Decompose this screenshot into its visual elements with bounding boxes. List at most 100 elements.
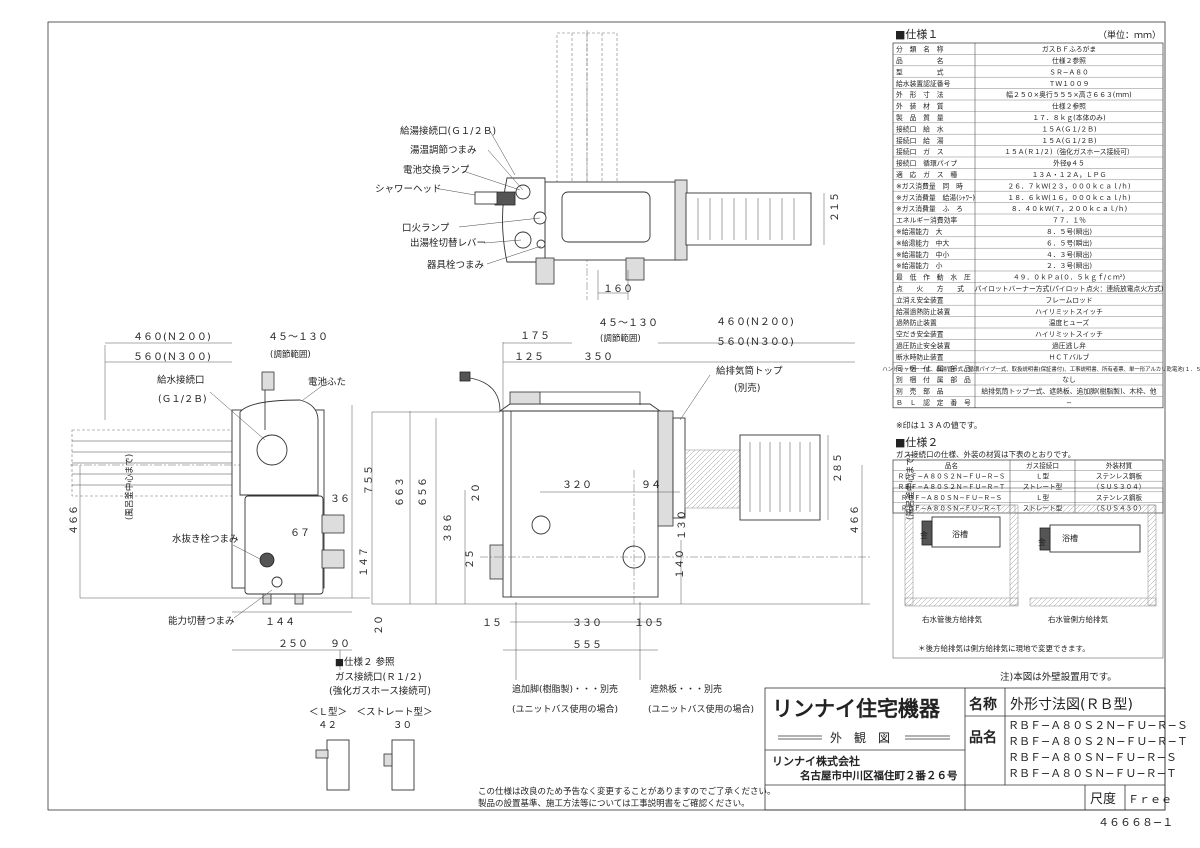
spec2-table: ■仕様２ ガス接続口の仕様、外装の材質は下表のとおりです。 品名ガス接続口外装材… (892, 435, 1164, 514)
front-label-heat-shield-note: (ユニットバス使用の場合) (648, 703, 754, 715)
side-label-water-inlet-spec: (Ｇ１/２Ｂ) (158, 394, 207, 405)
spec1-footnote: ※印は１３Ａの値です。 (896, 420, 982, 430)
spec1-row-label: 最 低 作 動 水 圧 (896, 273, 971, 282)
front-dim-350: ３５０ (583, 352, 613, 363)
spec1-row-value: 外径φ４５ (1053, 159, 1085, 168)
spec1-row-label: 製 品 質 量 (896, 113, 944, 122)
spec1-row-label: 接続口 循環パイプ (896, 159, 957, 168)
spec1-row-value: ２．３号(瞬出) (1046, 261, 1092, 270)
spec1-row-label: ※給湯能力 中大 (896, 238, 949, 247)
side-label-battery-cover: 電池ふた (308, 376, 346, 388)
spec1-row-value: 温度ヒューズ (1049, 318, 1090, 327)
side-dim-560: ５６０(Ｎ３００) (133, 352, 211, 363)
side-dim-466: ４６６ (69, 505, 80, 535)
label-valve-knob: 器具栓つまみ (427, 259, 484, 271)
spec1-row-value: ２６．７ｋＷ(２３，０００ｋｃａｌ/ｈ) (1007, 182, 1130, 190)
install-label-left: 右水管後方給排気 (922, 614, 982, 624)
front-dim-adjust: (調節範囲) (600, 333, 641, 344)
spec1-row-value: 幅２５０×奥行５５５×高さ６６３(ｍｍ) (1006, 90, 1132, 99)
side-dim-250: ２５０ (278, 639, 308, 650)
bottom-note-2: 製品の設置基準、施工方法等については工事説明書をご確認ください。 (478, 798, 750, 809)
product-1: ＲＢＦ−Ａ８０Ｓ２Ｎ−ＦＵ−Ｒ−Ｓ (1008, 719, 1188, 732)
side-dim-45-130: ４５〜１３０ (268, 332, 328, 343)
front-label-extra-leg-note: (ユニットバス使用の場合) (512, 703, 618, 715)
spec1-row-label: 接続口 給 水 (896, 124, 944, 133)
spec1-row-value: ８．５号(瞬出) (1046, 227, 1092, 236)
product-label: 品名 (969, 729, 997, 746)
spec1-row-value: 仕様２参照 (1052, 56, 1086, 65)
front-dim-560: ５６０(Ｎ３００) (716, 337, 794, 348)
front-dim-125: １２５ (514, 352, 544, 363)
spec1-row-label: ※給湯能力 大 (896, 227, 943, 236)
side-dim-90: ９０ (330, 639, 350, 650)
spec1-row-value: パイロットバーナー方式(パイロット点火：連続放電点火方式) (975, 284, 1164, 293)
spec1-row-value: ４９．０ｋＰａ(０．５ｋｇｆ/ｃｍ²) (1013, 274, 1126, 282)
company-name: リンナイ株式会社 (772, 754, 860, 768)
side-dim-656: ６５６ (418, 477, 429, 507)
spec1-row-label: 点 火 方 式 (896, 284, 964, 293)
spec1-row-value: − (1066, 399, 1072, 407)
spec2-intro: ガス接続口の仕様、外装の材質は下表のとおりです。 (896, 449, 1075, 459)
side-dim-67: ６７ (290, 528, 310, 539)
svg-text:金: 金 (920, 530, 928, 540)
spec1-row-label: 給湯過熱防止装置 (896, 307, 951, 316)
spec2-header: 品名 (945, 461, 958, 470)
drawing-frame (47, 21, 1166, 811)
title-block: 注)本図は外壁設置用です。 リンナイ住宅機器 外 観 図 リンナイ株式会社 名古… (764, 671, 1188, 829)
label-temp-knob: 湯温調節つまみ (410, 144, 477, 156)
spec1-row-label: 分 類 名 称 (896, 45, 944, 54)
side-dim-144: １４４ (265, 617, 295, 628)
spec2-cell: ステンレス鋼板 (1096, 493, 1143, 502)
spec1-row-label: 外 装 材 質 (896, 102, 944, 111)
label-battery-lamp: 電池交換ランプ (403, 164, 470, 176)
front-view: 給排気筒トップ (別売) 追加脚(樹脂製)・・・別売 (ユニットバス使用の場合)… (371, 317, 916, 715)
side-label-capacity-knob: 能力切替つまみ (168, 615, 235, 627)
front-dim-center-note: (風呂釜中心まで) (905, 454, 916, 520)
spec1-row-value: １５Ａ(Ｇ１/２Ｂ) (1041, 137, 1097, 145)
side-dim-147: １４７ (359, 547, 370, 577)
spec1-row-value: フレームロッド (1045, 296, 1092, 304)
dim-215: ２１５ (830, 192, 841, 222)
spec2-cell: ＲＢＦ−Ａ８０Ｓ２Ｎ−ＦＵ−Ｒ−Ｔ (898, 483, 1006, 491)
spec2-cell: Ｌ型 (1036, 493, 1050, 502)
spec1-row-value: ハイリミットスイッチ (1035, 308, 1103, 316)
spec2-cell: ＲＢＦ−Ａ８０Ｓ２Ｎ−ＦＵ−Ｒ−Ｓ (898, 473, 1006, 481)
front-dim-330: ３３０ (572, 618, 602, 629)
label-pilot-lamp: 口火ランプ (402, 223, 450, 234)
spec1-row-label: 適 応 ガ ス 種 (896, 170, 957, 179)
front-dim-45-130: ４５〜１３０ (598, 318, 658, 329)
front-label-vent-sold-sep: (別売) (734, 382, 760, 394)
spec1-row-value: ７７．１％ (1052, 217, 1086, 225)
svg-text:金: 金 (1038, 537, 1046, 547)
spec1-row-value: ８．４０ｋＷ(７，２００ｋｃａｌ/ｈ) (1011, 205, 1128, 213)
gas-connection-sub: (強化ガスホース接続可) (329, 685, 431, 697)
spec2-cell: ステンレス鋼板 (1096, 472, 1143, 481)
front-label-vent-top: 給排気筒トップ (716, 365, 783, 377)
spec1-row-value: １３Ａ・１２Ａ，ＬＰＧ (1032, 171, 1107, 179)
front-dim-140: １４０ (675, 549, 686, 579)
front-dim-20-bottom: ２０ (374, 615, 385, 635)
installation-note: 注)本図は外壁設置用です。 (1000, 671, 1117, 683)
side-dim-460: ４６０(Ｎ２００) (133, 332, 211, 343)
bath-label-right: 浴槽 (1062, 533, 1078, 543)
name-label: 名称 (969, 696, 997, 713)
front-dim-320: ３２０ (562, 480, 592, 491)
spec1-row-label: 接続口 ガ ス (896, 147, 944, 156)
scale-label: 尺度 (1090, 791, 1116, 807)
spec1-row-value: ガスＢＦふろがま (1042, 45, 1096, 54)
spec1-row-value: ＳＲ−Ａ８０ (1049, 68, 1089, 76)
spec1-row-value: ＨＣＴバルブ (1049, 352, 1090, 361)
spec2-title: ■仕様２ (895, 435, 938, 449)
side-label-drain-knob: 水抜き栓つまみ (172, 533, 239, 545)
product-4: ＲＢＦ−Ａ８０ＳＮ−ＦＵ−Ｒ−Ｔ (1008, 767, 1177, 780)
spec2-header: ガス接続口 (1026, 461, 1059, 470)
spec1-row-label: 別 梱 付 属 部 品 (896, 375, 971, 384)
front-dim-94: ９４ (641, 480, 661, 491)
spec1-row-value: １８．６ｋＷ(１６，０００ｋｃａｌ/ｈ) (1007, 194, 1130, 202)
spec1-row-label: ※給湯能力 小 (896, 261, 943, 270)
front-dim-555: ５５５ (572, 640, 602, 651)
spec1-row-value: ハイリミットスイッチ (1035, 331, 1103, 339)
gas-connection-detail: ■仕様２ 参照 ガス接続口(Ｒ１/２) (強化ガスホース接続可) ＜Ｌ型＞ ＜ス… (309, 650, 433, 791)
spec1-row-label: エネルギー消費効率 (896, 216, 957, 225)
spec2-cell: ストレート型 (1023, 482, 1063, 491)
